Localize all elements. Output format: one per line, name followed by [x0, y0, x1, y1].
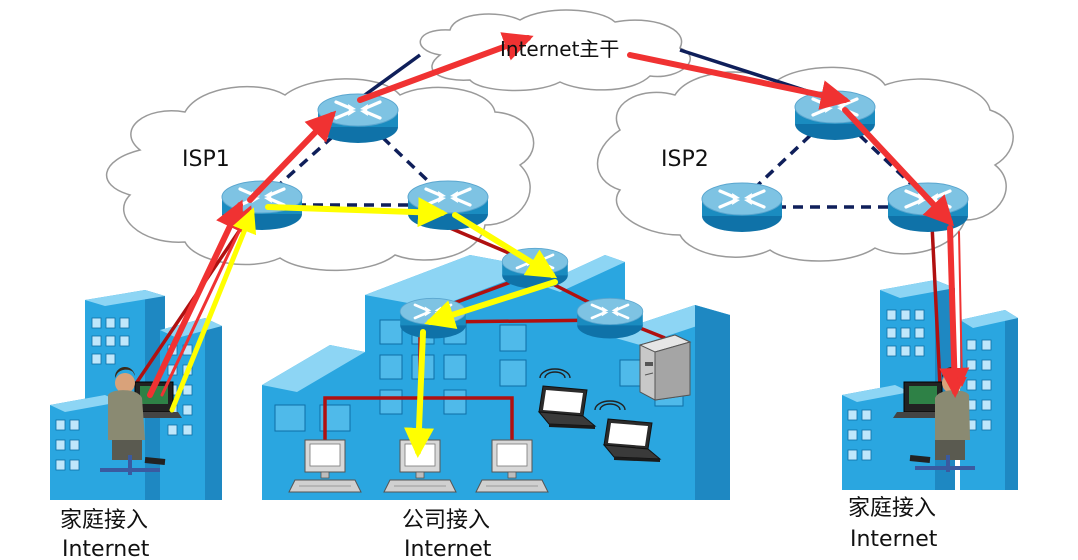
home-left-label-line1: 家庭接入: [60, 508, 148, 533]
home-right-label-line2: Internet: [850, 527, 938, 552]
wireless-icon: [539, 368, 626, 411]
office-label-line1: 公司接入: [402, 508, 490, 533]
home-user-left-icon: [100, 366, 182, 475]
yellow-traffic-arrows: [169, 197, 558, 458]
backbone-label: Internet主干: [500, 37, 619, 61]
router-isp2-left: [700, 181, 784, 234]
server-icon: [638, 334, 692, 401]
home-right-label-line1: 家庭接入: [848, 496, 936, 521]
office-label-line2: Internet: [404, 537, 492, 560]
home-left-label-line2: Internet: [62, 537, 150, 560]
red-traffic-arrows: [147, 32, 970, 398]
isp2-label: ISP2: [661, 147, 709, 172]
router-isp2-right: [886, 181, 970, 234]
router-office-right: [575, 297, 645, 340]
home-building-left: [50, 290, 222, 500]
isp1-label: ISP1: [182, 147, 230, 172]
router-isp1-right: [406, 179, 490, 232]
backbone-cloud: [419, 9, 691, 92]
